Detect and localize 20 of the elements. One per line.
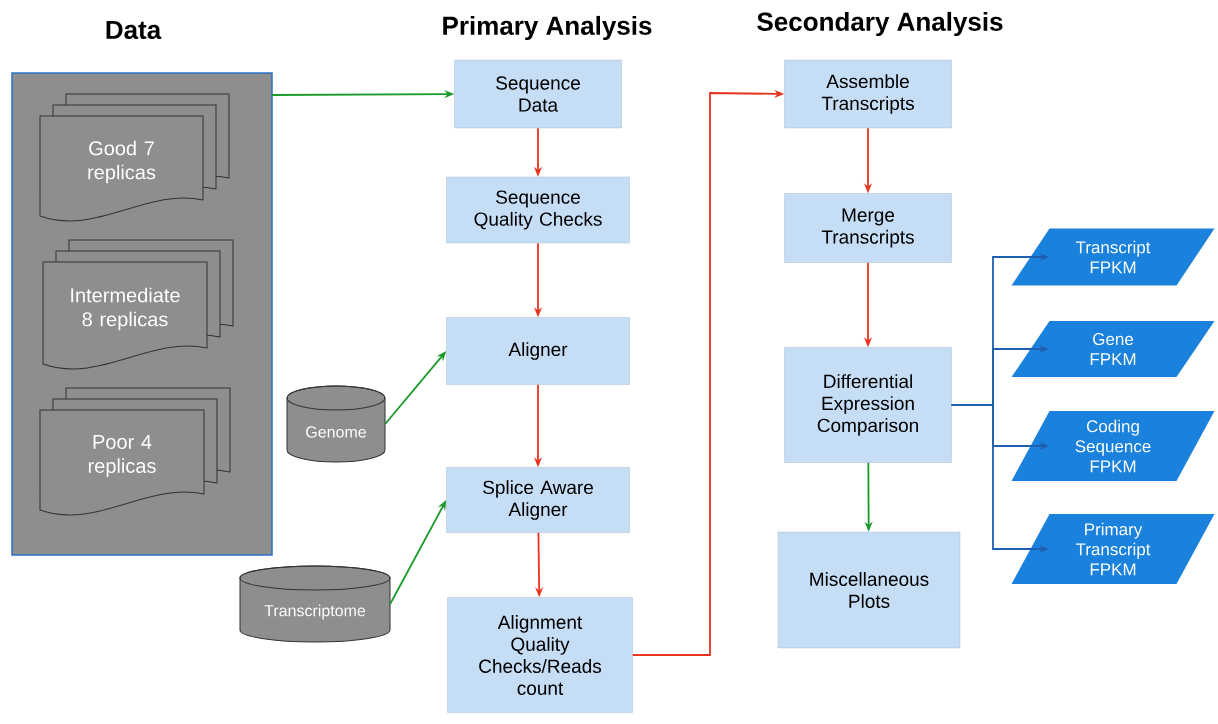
process-box: Splice Aware Aligner	[446, 467, 630, 533]
process-box: Sequence Quality Checks	[446, 176, 630, 244]
output-parallelogram: Gene FPKM	[1011, 321, 1215, 377]
database-cylinder: Genome	[286, 385, 386, 463]
process-box: Aligner	[446, 317, 630, 385]
process-box: Miscellaneous Plots	[777, 531, 961, 649]
output-parallelogram: Coding Sequence FPKM	[1011, 411, 1215, 481]
process-box: Assemble Transcripts	[784, 59, 952, 129]
document-stack: Good 7 replicas	[39, 93, 230, 222]
output-parallelogram: Transcript FPKM	[1011, 228, 1215, 286]
process-box: Merge Transcripts	[784, 193, 952, 263]
column-heading: Secondary Analysis	[757, 11, 1003, 37]
process-box: Differential Expression Comparison	[784, 347, 952, 463]
database-cylinder: Transcriptome	[239, 565, 391, 643]
document-stack: Poor 4 replicas	[39, 387, 231, 516]
document-stack: Intermediate 8 replicas	[42, 239, 234, 370]
column-heading: Data	[106, 20, 162, 40]
process-box: Sequence Data	[454, 59, 622, 129]
process-box: Alignment Quality Checks/Reads count	[447, 597, 633, 713]
output-parallelogram: Primary Transcript FPKM	[1011, 514, 1215, 584]
